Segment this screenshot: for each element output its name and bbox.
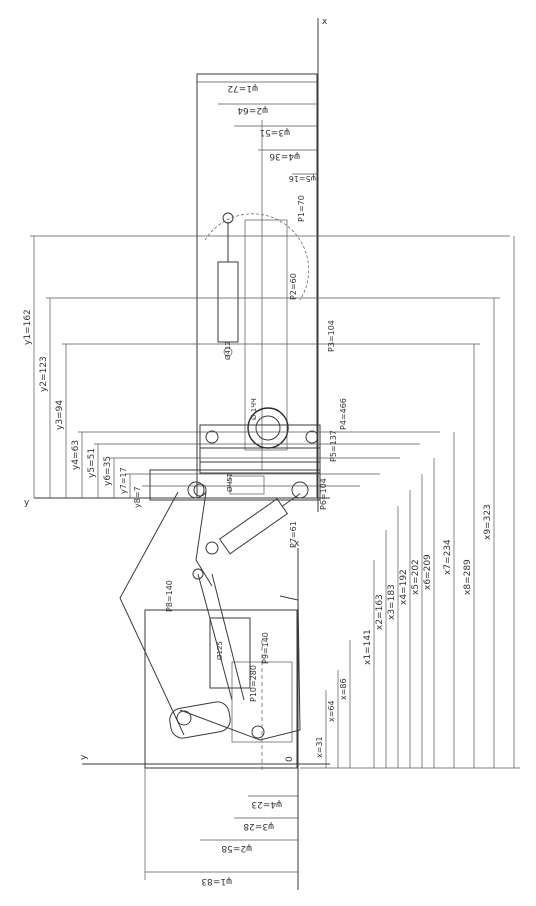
origin-label: 0 — [285, 756, 295, 762]
base-pin-right — [291, 481, 309, 499]
arm-rod-2 — [211, 573, 245, 701]
dim-bpsi2: ψ2=58 — [221, 843, 252, 853]
bucket-cylinder — [209, 617, 251, 689]
dim-x5: x5=202 — [411, 559, 421, 595]
arm-rod — [197, 573, 233, 701]
dim-psi5: ψ5=16 — [289, 174, 316, 183]
force-p7: P7=61 — [289, 521, 298, 548]
dim-y1: y1=162 — [23, 309, 33, 345]
bottom-dimensions: ψ1=83 ψ2=58 ψ3=28 ψ4=23 x=31 x=64 x=86 — [144, 640, 351, 886]
right-dimensions: x1=141 x2=163 x3=183 x4=192 x5=202 x6=20… — [300, 236, 520, 769]
wheel-right — [305, 430, 319, 444]
upper-y-axis-label: y — [24, 498, 30, 508]
label-457: ØЧ5Т — [226, 472, 234, 492]
base-block — [229, 475, 265, 495]
arm-pivot-mid — [205, 541, 219, 555]
pin-412 — [223, 347, 233, 357]
arm-outer-profile — [119, 491, 185, 736]
dim-y3: y3=94 — [55, 400, 65, 430]
force-p4: P4=466 — [339, 398, 348, 430]
boom-inner-beam — [244, 219, 288, 451]
dim-psi3: ψ3=51 — [259, 127, 290, 137]
dim-x6: x6=209 — [423, 554, 433, 590]
bucket-body — [231, 661, 293, 743]
bucket-pivot-left — [176, 710, 192, 726]
dim-bx2: x=64 — [327, 700, 336, 722]
bucket-profile — [179, 595, 301, 741]
upper-cylinder — [217, 261, 239, 343]
dim-bx1: x=31 — [315, 736, 324, 758]
force-p6: P6=104 — [319, 478, 328, 510]
force-p5: P5=137 — [329, 430, 338, 462]
dim-bpsi1: ψ1=83 — [201, 876, 232, 886]
force-p2: P2=60 — [289, 273, 298, 300]
lower-y-axis-label: y — [79, 754, 89, 760]
dim-y4: y4=63 — [71, 440, 81, 470]
base-platform — [149, 469, 321, 501]
force-p9: P9=140 — [261, 632, 270, 664]
dim-x9: x9=323 — [483, 504, 493, 540]
dim-x4: x4=192 — [399, 569, 409, 605]
dim-y5: y5=51 — [87, 448, 97, 478]
misc-labels: Ø412 Ø 1ЧЧ ØЧ5Т Ø125 — [216, 341, 258, 660]
swing-arc — [204, 213, 310, 301]
bucket-pivot-right — [251, 725, 265, 739]
dim-y6: y6=35 — [103, 456, 113, 486]
bucket-bounding-box — [144, 609, 298, 769]
bucket-link — [169, 701, 231, 739]
dim-psi4: ψ4=36 — [269, 151, 300, 161]
dim-x7: x7=234 — [443, 539, 453, 575]
dim-psi1: ψ1=72 — [227, 83, 258, 93]
force-labels: P1=70 P2=60 P3=104 P4=466 P5=137 P6=104 … — [165, 195, 348, 702]
dim-y7: y7=17 — [119, 467, 128, 494]
force-p10: P10=280 — [249, 665, 258, 702]
dim-y8: y8=7 — [133, 486, 142, 508]
force-p8: P8=140 — [165, 580, 174, 612]
diagonal-cylinder — [218, 493, 301, 555]
upper-cylinder-pin — [222, 212, 234, 224]
upper-x-axis-label: x — [322, 17, 328, 27]
dim-y2: y2=123 — [39, 356, 49, 392]
label-125: Ø125 — [216, 641, 224, 660]
boom-outline — [196, 73, 318, 499]
lower-assembly: x y 0 — [79, 539, 330, 890]
dim-x1: x1=141 — [363, 629, 373, 665]
dim-bpsi3: ψ3=28 — [243, 821, 274, 831]
top-dimensions: ψ1=72 ψ2=64 ψ3=51 ψ4=36 ψ5=16 — [197, 81, 318, 183]
dim-bpsi4: ψ4=23 — [251, 799, 282, 809]
arm-link-upper — [195, 491, 213, 587]
dim-bx3: x=86 — [339, 678, 348, 700]
force-p1: P1=70 — [297, 195, 306, 222]
upper-assembly: x y — [24, 17, 330, 512]
turntable-frame — [199, 424, 321, 474]
wheel-left — [205, 430, 219, 444]
arm-pivot-lower — [192, 568, 204, 580]
arm-assembly — [119, 483, 301, 736]
dim-x3: x3=183 — [387, 584, 397, 620]
base-pin-left — [187, 481, 205, 499]
dim-psi2: ψ2=64 — [237, 105, 268, 115]
force-p3: P3=104 — [327, 320, 336, 352]
left-dimensions: y1=162 y2=123 y3=94 y4=63 y5=51 y6=35 y7… — [23, 235, 510, 508]
label-412: Ø412 — [224, 341, 232, 360]
dim-x2: x2=163 — [375, 594, 385, 630]
lower-x-axis-label: x — [294, 539, 300, 549]
arm-pivot-top — [193, 483, 207, 497]
turntable-inner — [255, 415, 281, 441]
label-144: Ø 1ЧЧ — [250, 398, 258, 420]
dim-x8: x8=289 — [463, 559, 473, 595]
